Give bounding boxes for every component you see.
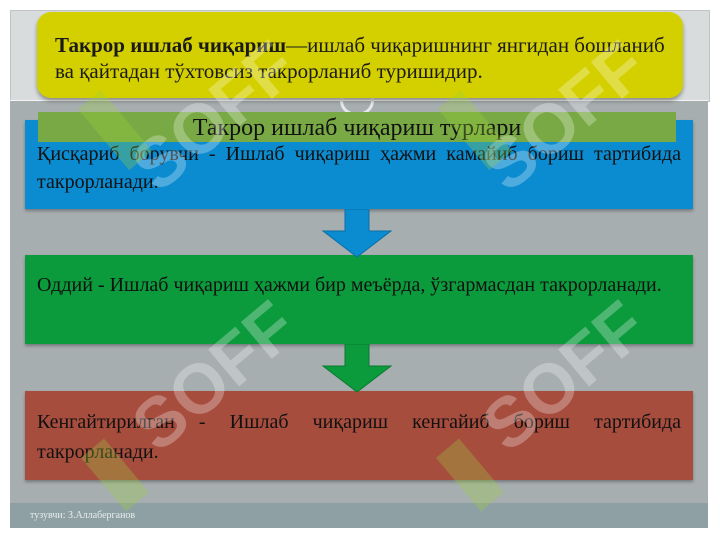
- section-title: Такрор ишлаб чиқариш турлари: [38, 112, 676, 142]
- footer-author: тузувчи: З.Аллаберганов: [30, 510, 136, 521]
- type-box-expanded: Кенгайтирилган - Ишлаб чиқариш кенгайиб …: [25, 391, 693, 480]
- down-arrow-icon: [321, 209, 393, 258]
- definition-dash: —: [286, 33, 308, 57]
- footer-bar: [10, 503, 708, 528]
- definition-text: ишлаб чиқаришнинг янгидан бошланиб ва қа…: [55, 33, 665, 83]
- type-box-simple: Оддий - Ишлаб чиқариш ҳажми бир меъёрда,…: [25, 255, 693, 344]
- down-arrow-icon: [321, 344, 393, 393]
- definition-box: Такрор ишлаб чиқариш—ишлаб чиқаришнинг я…: [37, 12, 683, 98]
- definition-term: Такрор ишлаб чиқариш: [55, 33, 287, 57]
